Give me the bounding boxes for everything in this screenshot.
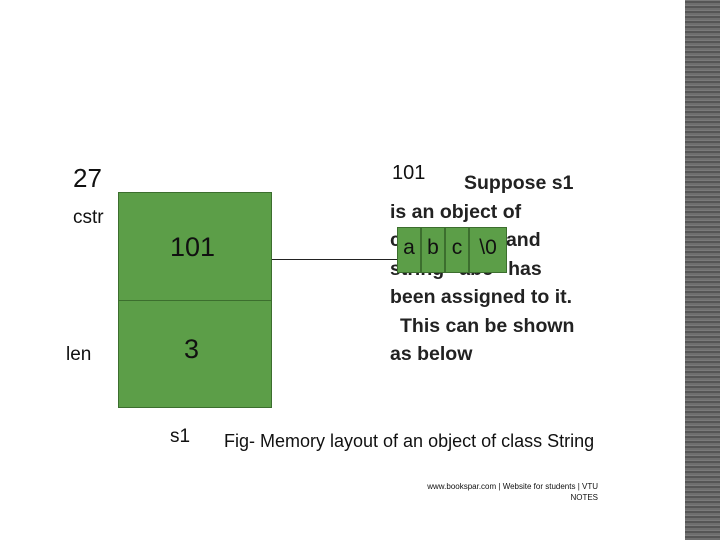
figure-caption: Fig- Memory layout of an object of class… <box>224 431 595 451</box>
field-value-cstr: 101 <box>170 232 216 262</box>
pointer-arrow-line <box>272 259 397 260</box>
slide-edge-divider <box>683 0 685 540</box>
char-cell-a: a <box>397 227 421 273</box>
char-array: a b c \0 <box>397 227 507 273</box>
description-line: Suppose s1 <box>464 172 574 194</box>
object-address: 27 <box>73 163 102 193</box>
description-line: as below <box>390 343 473 365</box>
field-divider <box>118 300 272 301</box>
description-line: This can be shown <box>400 314 575 337</box>
slide-edge-strip <box>684 0 720 540</box>
object-name-label: s1 <box>170 426 191 447</box>
footer-credit: www.bookspar.com | Website for students … <box>370 481 598 503</box>
field-value-len: 3 <box>184 334 200 364</box>
description-line: been assigned to it. <box>390 286 573 308</box>
char-cell-b: b <box>421 227 445 273</box>
field-label-cstr: cstr <box>73 207 104 228</box>
footer-line: NOTES <box>570 493 598 503</box>
char-cell-c: c <box>445 227 469 273</box>
footer-line: www.bookspar.com | Website for students … <box>427 482 598 491</box>
description-line: is an object of <box>390 200 522 223</box>
string-address: 101 <box>392 162 426 184</box>
char-cell-null: \0 <box>469 227 507 273</box>
field-label-len: len <box>66 344 92 365</box>
